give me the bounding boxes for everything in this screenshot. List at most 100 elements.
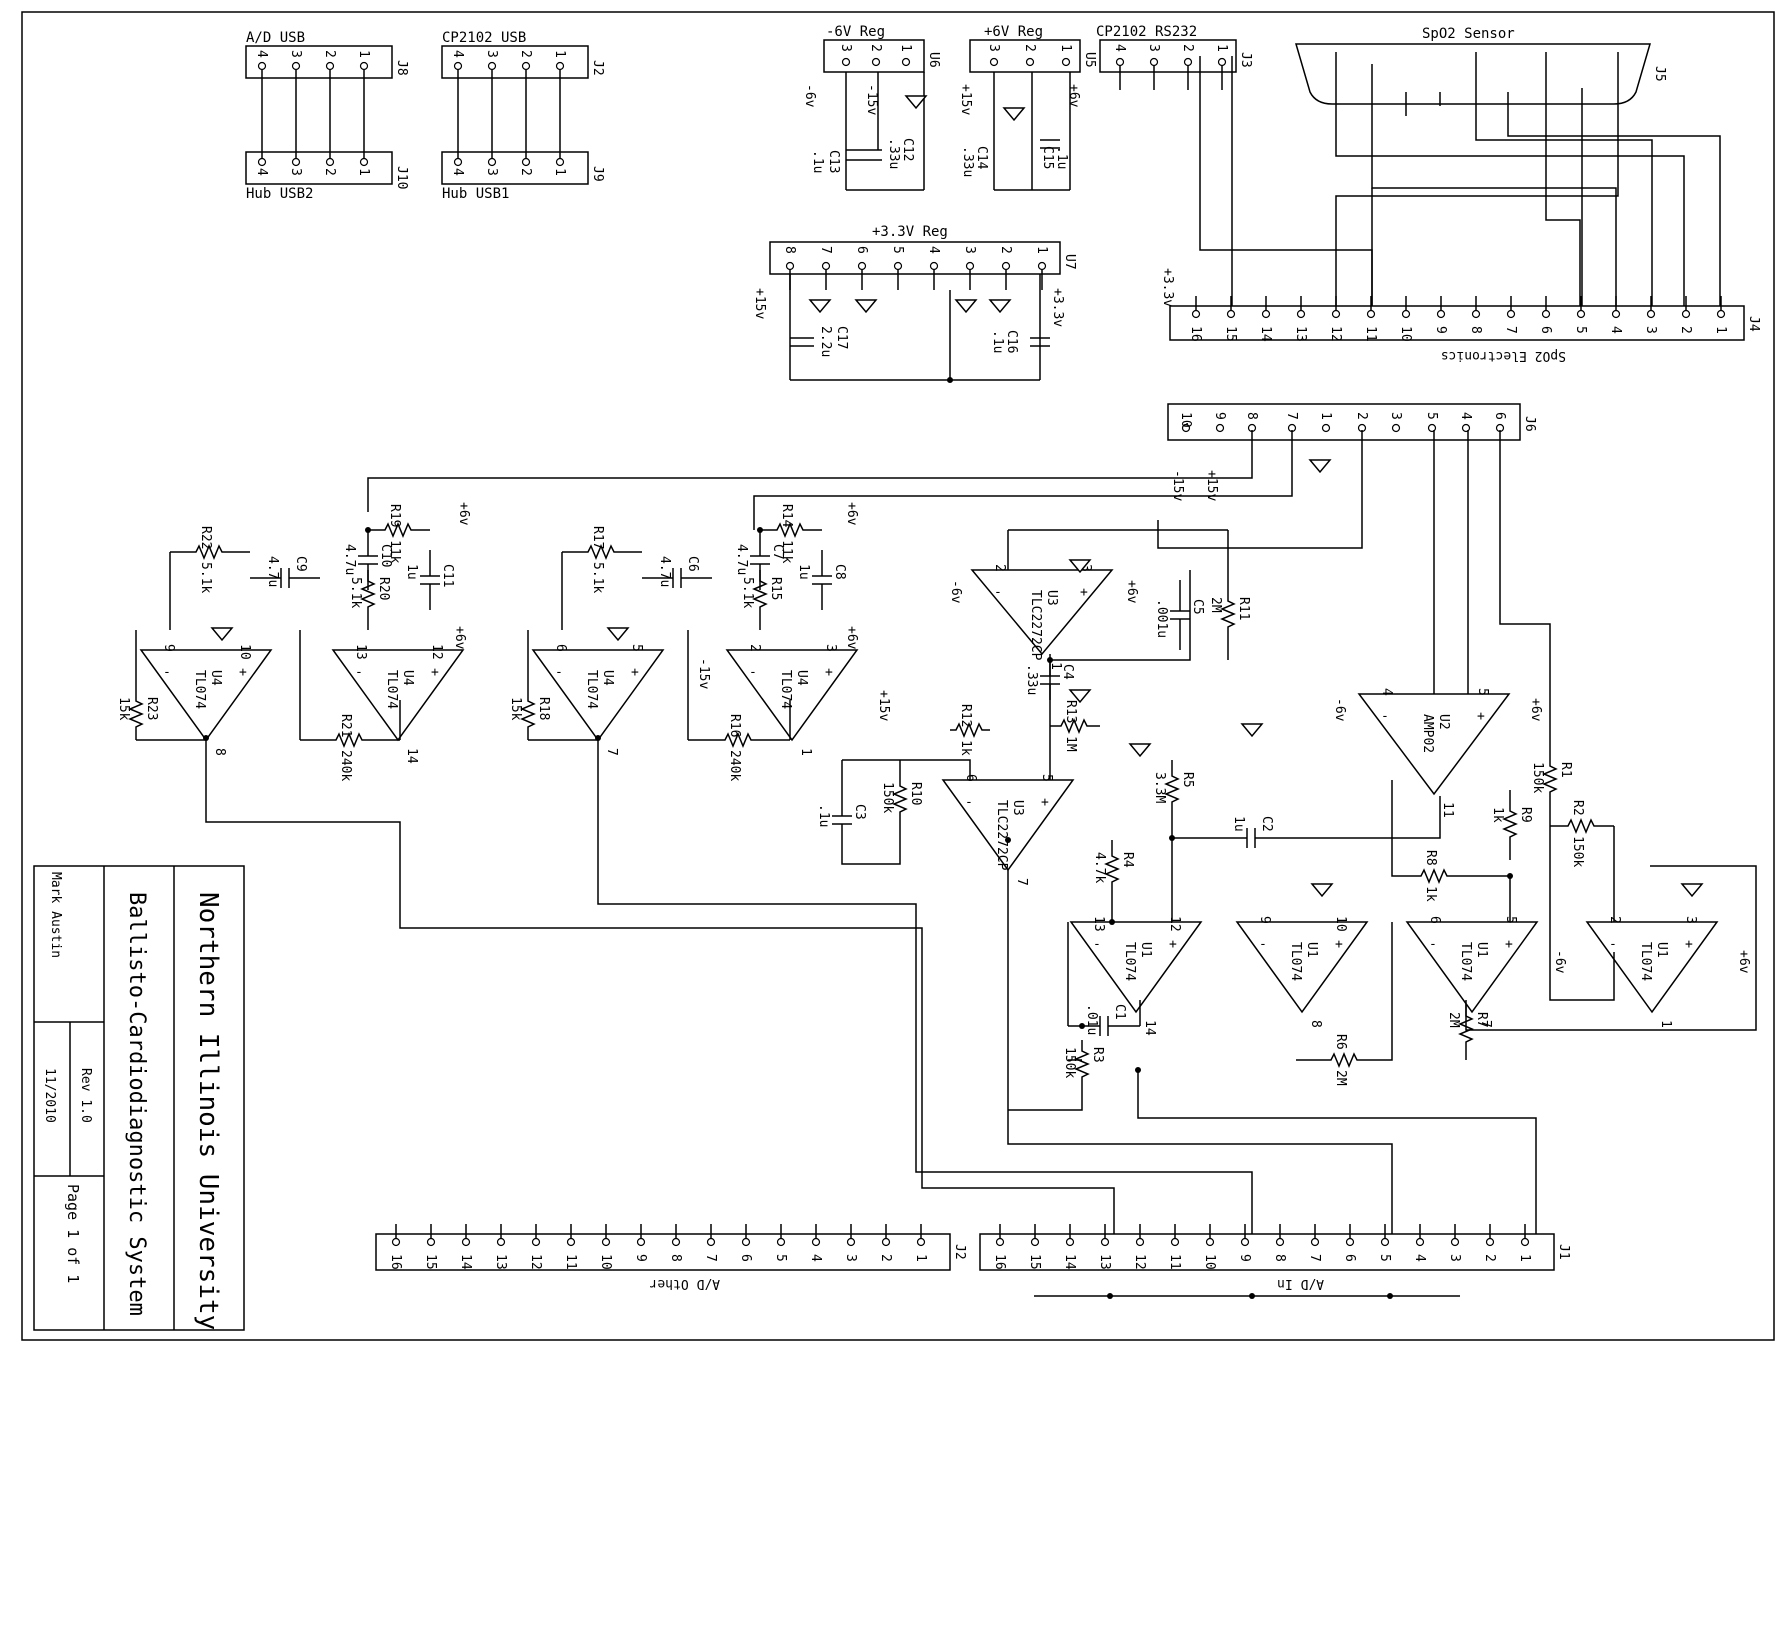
usb-pin [291,157,301,167]
u3a-opamp-body [970,569,1114,656]
ground-symbol [1068,689,1092,704]
r16-resistor [688,732,790,748]
r19-resistor-ref: R19 [387,504,402,527]
conn-pin-number: 13 [1097,1254,1112,1270]
conn-pin-number: 15 [1223,326,1238,342]
u7-pos15: +15v [752,288,767,319]
junction-dot [595,735,601,741]
u7-pin [857,261,867,271]
r4-resistor [1104,840,1120,900]
conn-pin [461,1237,471,1247]
u4d-opamp-pin-noninv: 3 [823,644,838,652]
r12-resistor-value: 1k [958,740,973,756]
r17-resistor-ref: R17 [590,526,605,549]
c10-capacitor-ref: C10 [378,544,393,567]
conn-pin-number: 14 [458,1254,473,1270]
j3-pin [1115,57,1125,67]
u5-ref: U5 [1082,52,1097,68]
j1-ad-ref: J1 [1556,1244,1571,1260]
c11-capacitor-value: 1u [404,564,419,580]
title-organization: Northern Illinois University [193,892,223,1330]
u1d-opamp-pin-noninv: 3 [1683,916,1698,924]
c13-ref: C13 [826,150,841,173]
reg-pin [989,57,999,67]
u6-label: -6V Reg [826,24,885,40]
r7-resistor-ref: R7 [1474,1012,1489,1028]
usb-pin [325,61,335,71]
u4d-opamp-unit: U4 [794,670,809,686]
j2-usb-ref: J2 [590,60,605,76]
c2-capacitor [1172,828,1330,848]
ground-symbol [904,95,928,110]
j2-usb-label: CP2102 USB [442,30,526,46]
u4c-opamp-body [531,649,665,742]
conn-pin [1471,309,1481,319]
conn-pin [1450,1237,1460,1247]
u4d-opamp-type: TL074 [778,670,793,709]
u4b-supply-label: +6v [452,626,467,650]
connector-j6: J6 -15v +15v [1167,403,1537,501]
conn-pin [846,1237,856,1247]
u2-pos-supply-label: +6v [1528,698,1543,722]
u1d-neg-supply-label: -6v [1552,950,1567,974]
u7-pin-number: 8 [782,246,797,254]
conn-pin [881,1237,891,1247]
junction-dot [1107,1293,1113,1299]
u3b-opamp-plus: + [1041,795,1049,810]
conn-pin-number: 3 [1643,326,1658,334]
usb-pin [257,157,267,167]
j8-ref: J8 [394,60,409,76]
j6-pin-number: 8 [1244,412,1259,420]
r4-resistor-ref: R4 [1120,852,1135,868]
regulator-u7: +3.3V Reg U7 +15v +3.3v [752,224,1077,327]
conn-pin [916,1237,926,1247]
u7-pin [785,261,795,271]
j6-pin [1461,423,1471,433]
conn-pin-number: 9 [1433,326,1448,334]
r8-resistor [1404,868,1466,884]
title-page: Page 1 of 1 [64,1184,82,1283]
u1d-opamp-body [1585,921,1719,1014]
conn-pin-number: 5 [773,1254,788,1262]
c6-capacitor [642,568,712,588]
u1a-opamp-pin-noninv: 12 [1167,916,1182,932]
conn-pin [1646,309,1656,319]
conn-pin [1380,1237,1390,1247]
r9-resistor [1502,790,1518,860]
conn-pin-number: 15 [1027,1254,1042,1270]
spo2-electronics-j4: SpO2 Electronics J4 +3.3v [1160,268,1761,363]
j4-ref: J4 [1746,316,1761,332]
usb-pin-number: 3 [288,168,303,176]
u4d-pos-supply-label: +15v [876,690,891,721]
c4-capacitor-ref: C4 [1060,664,1075,680]
j3-pin [1217,57,1227,67]
j6-pin-number: 6 [1492,412,1507,420]
u7-pin-number: 5 [890,246,905,254]
reg-pin-number: 1 [898,44,913,52]
c8-supply-label: +6v [844,502,859,526]
ground-symbol [1310,883,1334,898]
r23-resistor [128,690,144,740]
r20-resistor-ref: R20 [376,577,391,600]
usb-pin-number: 4 [254,50,269,58]
c2-capacitor-value: 1u [1231,816,1246,832]
u1c-opamp-pin-out: 7 [1478,1020,1493,1028]
u6-neg6: -6v [802,84,817,108]
conn-pin-number: 16 [992,1254,1007,1270]
j5-ref: J5 [1652,66,1667,82]
r17-resistor [562,544,642,560]
reg-pin [901,57,911,67]
conn-pin-number: 6 [1342,1254,1357,1262]
conn-pin [995,1237,1005,1247]
conn-pin [1345,1237,1355,1247]
conn-pin-number: 16 [1188,326,1203,342]
conn-pin [1436,309,1446,319]
u1a-opamp-minus: - [1093,937,1101,952]
r5-resistor-value: 3.3M [1152,772,1167,803]
j6-ref: J6 [1522,416,1537,432]
j6-neg15: -15v [1170,470,1185,501]
u3b-opamp-body [941,779,1075,872]
r7-resistor-value: 2M [1446,1012,1461,1028]
r6-resistor-ref: R6 [1333,1034,1348,1050]
c17-ref: C17 [834,326,849,349]
